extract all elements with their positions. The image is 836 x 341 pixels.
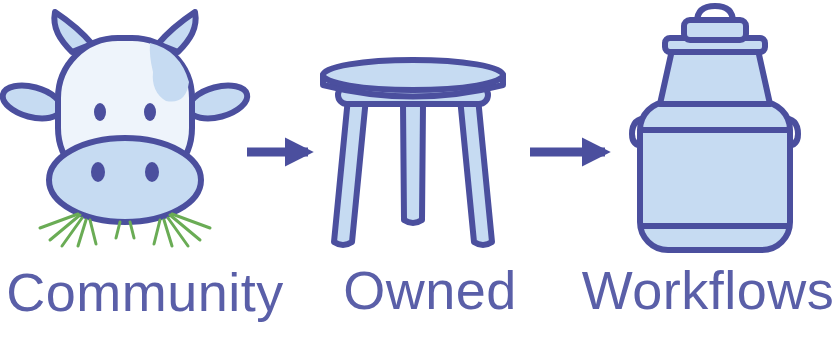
milk-can-icon-part — [660, 50, 770, 104]
milk-can-icon-part — [684, 20, 746, 40]
grass-part — [90, 220, 96, 244]
cow-icon — [0, 12, 251, 222]
milk-can-icon-part — [642, 223, 788, 229]
node-label: Community — [6, 262, 284, 322]
cow-icon-part — [91, 162, 105, 182]
stool-icon-part — [323, 60, 503, 90]
milk-can-icon-part — [640, 102, 790, 250]
icon-node: Workflows — [605, 4, 810, 254]
node-label: Workflows — [582, 260, 835, 320]
grass-part — [154, 220, 160, 244]
stool-icon-part — [403, 104, 423, 223]
grass-part — [130, 222, 134, 238]
cow-icon-part — [94, 103, 106, 121]
milk-can-icon-part — [642, 127, 788, 133]
cow-icon-part — [144, 103, 156, 121]
grass — [40, 214, 210, 246]
grass-part — [172, 214, 210, 228]
stool-icon — [323, 60, 503, 245]
icon-node: Community — [8, 8, 247, 248]
grass-part — [40, 214, 78, 228]
grass-part — [78, 220, 86, 246]
cow-icon-part — [145, 162, 159, 182]
icon-node: Owned — [308, 55, 530, 248]
flow-arrow — [247, 148, 308, 157]
grass-part — [164, 220, 172, 246]
cow-icon-part — [49, 138, 201, 222]
stool-icon-part — [334, 98, 366, 245]
cow-icon-part — [150, 43, 189, 102]
flow-arrow — [530, 148, 605, 157]
stool-icon-part — [460, 98, 492, 245]
milk-can-icon — [632, 6, 798, 250]
grass-part — [116, 222, 120, 238]
node-label: Owned — [343, 260, 517, 320]
